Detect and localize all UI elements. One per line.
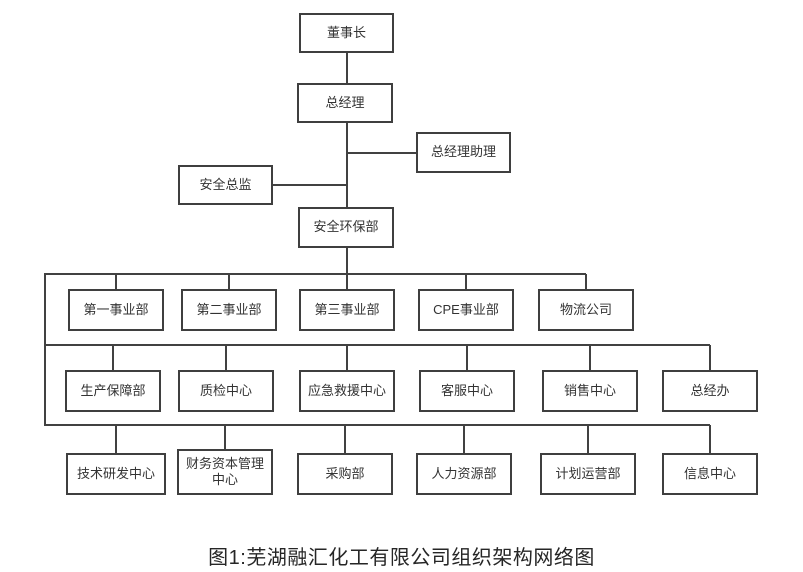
node-division-2: 第二事业部 (181, 289, 277, 331)
node-division-3: 第三事业部 (299, 289, 395, 331)
node-safety-director: 安全总监 (178, 165, 273, 205)
node-gm-office: 总经办 (662, 370, 758, 412)
node-logistics-company: 物流公司 (538, 289, 634, 331)
figure-caption: 图1:芜湖融汇化工有限公司组织架构网络图 (208, 547, 595, 569)
node-production-support-dept: 生产保障部 (65, 370, 161, 412)
node-tech-rd-center: 技术研发中心 (66, 453, 166, 495)
node-quality-inspection-center: 质检中心 (178, 370, 274, 412)
node-general-manager: 总经理 (297, 83, 393, 123)
node-customer-service-center: 客服中心 (419, 370, 515, 412)
node-cpe-division: CPE事业部 (418, 289, 514, 331)
node-emergency-rescue-center: 应急救援中心 (299, 370, 395, 412)
node-information-center: 信息中心 (662, 453, 758, 495)
node-hr-dept: 人力资源部 (416, 453, 512, 495)
node-planning-operations-dept: 计划运营部 (540, 453, 636, 495)
node-gm-assistant: 总经理助理 (416, 132, 511, 173)
node-procurement-dept: 采购部 (297, 453, 393, 495)
node-sales-center: 销售中心 (542, 370, 638, 412)
node-chairman: 董事长 (299, 13, 394, 53)
node-safety-env-dept: 安全环保部 (298, 207, 394, 248)
node-finance-capital-mgmt-center: 财务资本管理中心 (177, 449, 273, 495)
node-division-1: 第一事业部 (68, 289, 164, 331)
